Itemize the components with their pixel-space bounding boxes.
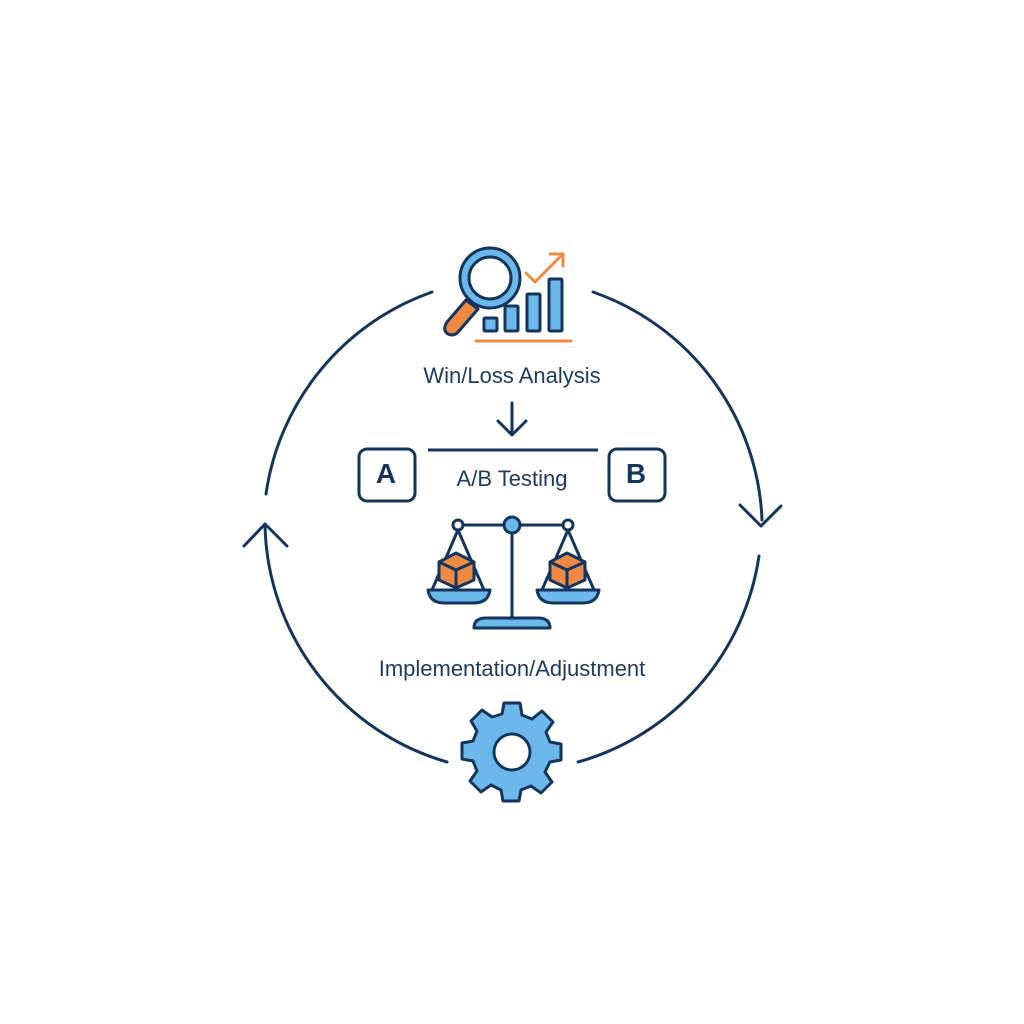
magnifier-bar-chart-icon [443, 246, 573, 343]
gear-icon [460, 701, 563, 803]
option-b-label: B [625, 458, 647, 489]
option-b-box [607, 447, 667, 503]
arrow-down-right-icon [738, 503, 783, 528]
arc-bottom-left [263, 524, 449, 764]
option-a-label: A [375, 458, 397, 489]
arc-bottom-right [576, 554, 761, 764]
balance-scale-icon [426, 515, 601, 630]
step-label-implementation: Implementation/Adjustment [378, 656, 646, 681]
step-label-winloss: Win/Loss Analysis [423, 363, 601, 388]
option-a-box [357, 447, 417, 503]
cycle-arcs [263, 290, 764, 764]
arc-top-right [591, 290, 764, 522]
arc-top-left [264, 290, 434, 496]
step-label-ab-testing: A/B Testing [456, 466, 568, 491]
arrow-up-left-icon [242, 522, 289, 548]
arrow-down-icon [496, 401, 528, 437]
